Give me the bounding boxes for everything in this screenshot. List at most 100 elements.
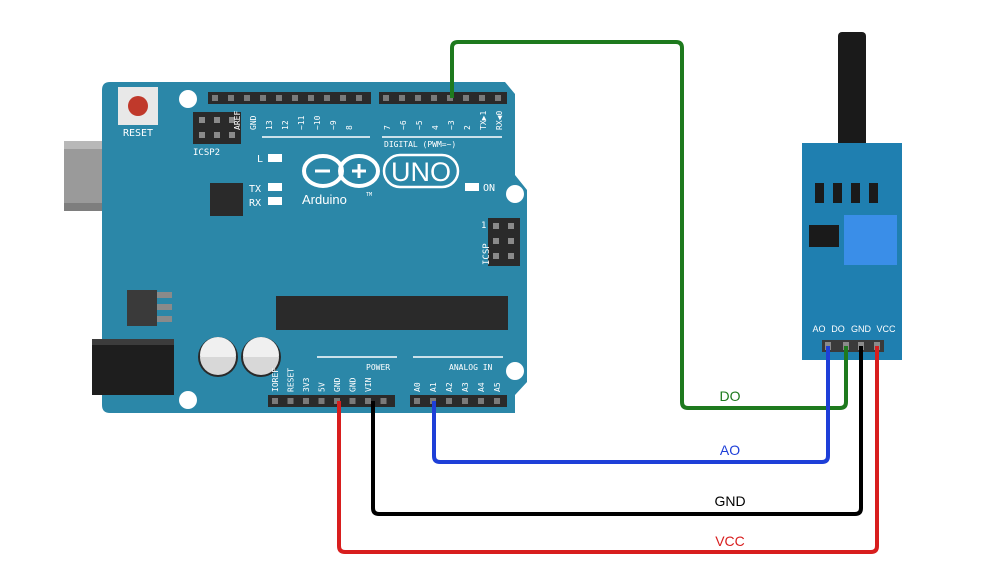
power-pin-label: GND: [333, 377, 342, 392]
mounting-hole: [179, 391, 197, 409]
mounting-hole: [179, 90, 197, 108]
power-pin-label: RESET: [287, 368, 296, 392]
header-pin: [415, 95, 421, 101]
header-pin: [303, 398, 309, 404]
analog-pin-label: A5: [493, 382, 502, 392]
arduino-brand: Arduino: [302, 192, 347, 207]
dc-power-jack: [92, 339, 174, 395]
header-pin: [383, 95, 389, 101]
voltage-regulator: [127, 290, 157, 326]
wire-ao: [432, 346, 830, 464]
power-label: POWER: [366, 363, 390, 372]
sensor-header: [822, 340, 884, 352]
icsp-pin1-label: 1: [481, 221, 486, 231]
sensor-pin-label: VCC: [876, 324, 896, 334]
power-pin-label: VIN: [364, 377, 373, 392]
digital-pin-label: ~11: [297, 115, 306, 130]
header-pin: [324, 95, 330, 101]
analog-label: ANALOG IN: [449, 363, 493, 372]
uno-text: UNO: [391, 157, 451, 187]
icsp2-label: ICSP2: [193, 148, 220, 158]
aref-label: AREF: [233, 111, 242, 130]
wire-label-vcc: VCC: [715, 533, 745, 549]
wire-vcc: [337, 346, 879, 554]
led-l: [268, 154, 282, 162]
header-top-right: [379, 92, 507, 104]
header-pin: [380, 398, 387, 404]
analog-pin-label: A1: [429, 382, 438, 392]
sensor-chip: [809, 225, 839, 247]
analog-pin-label: A4: [477, 382, 486, 392]
sensor-potentiometer: [844, 215, 897, 265]
header-pin: [244, 95, 250, 101]
capacitor: [241, 337, 281, 377]
header-power: [268, 395, 395, 407]
analog-pin-label: A2: [445, 382, 454, 392]
header-pin: [228, 95, 234, 101]
digital-pin-label: 8: [345, 125, 354, 130]
icsp-label: ICSP: [482, 243, 492, 265]
reset-label: RESET: [123, 128, 153, 139]
header-pin: [478, 398, 484, 404]
capacitor: [198, 337, 238, 377]
arduino-logo: [302, 154, 380, 188]
digital-pin-label: 2: [463, 125, 472, 130]
header-pin: [308, 95, 314, 101]
wire-label-gnd: GND: [714, 493, 745, 509]
header-pin: [462, 398, 468, 404]
led-rx-label: RX: [249, 198, 261, 209]
main-microcontroller: [276, 296, 508, 330]
header-pin: [272, 398, 278, 404]
header-pin: [292, 95, 298, 101]
reset-button-cap: [128, 96, 148, 116]
header-pin: [399, 95, 405, 101]
header-pin: [260, 95, 266, 101]
led-on: [465, 183, 479, 191]
header-pin: [276, 95, 282, 101]
gnd-top-label: GND: [249, 115, 258, 130]
header-pin: [365, 398, 371, 404]
wire-do: [450, 40, 848, 410]
header-analog: [410, 395, 507, 407]
analog-pin-label: A0: [413, 382, 422, 392]
digital-pin-label: 7: [383, 125, 392, 130]
header-pin: [446, 398, 452, 404]
digital-pin-label: 13: [265, 120, 274, 130]
power-pin-label: 5V: [318, 382, 327, 392]
led-tx: [268, 183, 282, 191]
digital-pin-label: TX▶1: [479, 111, 488, 130]
digital-pin-label: ~10: [313, 115, 322, 130]
digital-pin-label: ~5: [415, 120, 424, 130]
trademark: TM: [366, 192, 372, 198]
mounting-hole: [506, 185, 524, 203]
digital-pin-label: RX◀0: [495, 111, 504, 130]
header-pin: [287, 398, 294, 404]
wire-gnd: [371, 346, 863, 516]
header-pin: [340, 95, 346, 101]
led-l-label: L: [257, 154, 263, 165]
digital-label: DIGITAL (PWM=~): [384, 140, 456, 149]
power-pin-label: GND: [349, 377, 358, 392]
header-pin: [463, 95, 469, 101]
header-pin: [495, 95, 501, 101]
header-pin: [479, 95, 485, 101]
header-pin: [431, 95, 437, 101]
header-pin: [356, 95, 362, 101]
header-pin: [212, 95, 218, 101]
digital-pin-label: ~6: [399, 120, 408, 130]
board-pcb: [102, 82, 527, 413]
digital-pin-label: ~3: [447, 120, 456, 130]
header-pin: [318, 398, 325, 404]
digital-pin-label: ~9: [329, 120, 338, 130]
wire-label-do: DO: [720, 388, 741, 404]
led-tx-label: TX: [249, 184, 261, 195]
sensor-pin-label: DO: [831, 324, 845, 334]
usb-chip: [210, 183, 243, 216]
sensor-pin-label: GND: [851, 324, 872, 334]
sensor-antenna: [838, 32, 866, 157]
led-rx: [268, 197, 282, 205]
icsp2-header: [193, 112, 241, 144]
